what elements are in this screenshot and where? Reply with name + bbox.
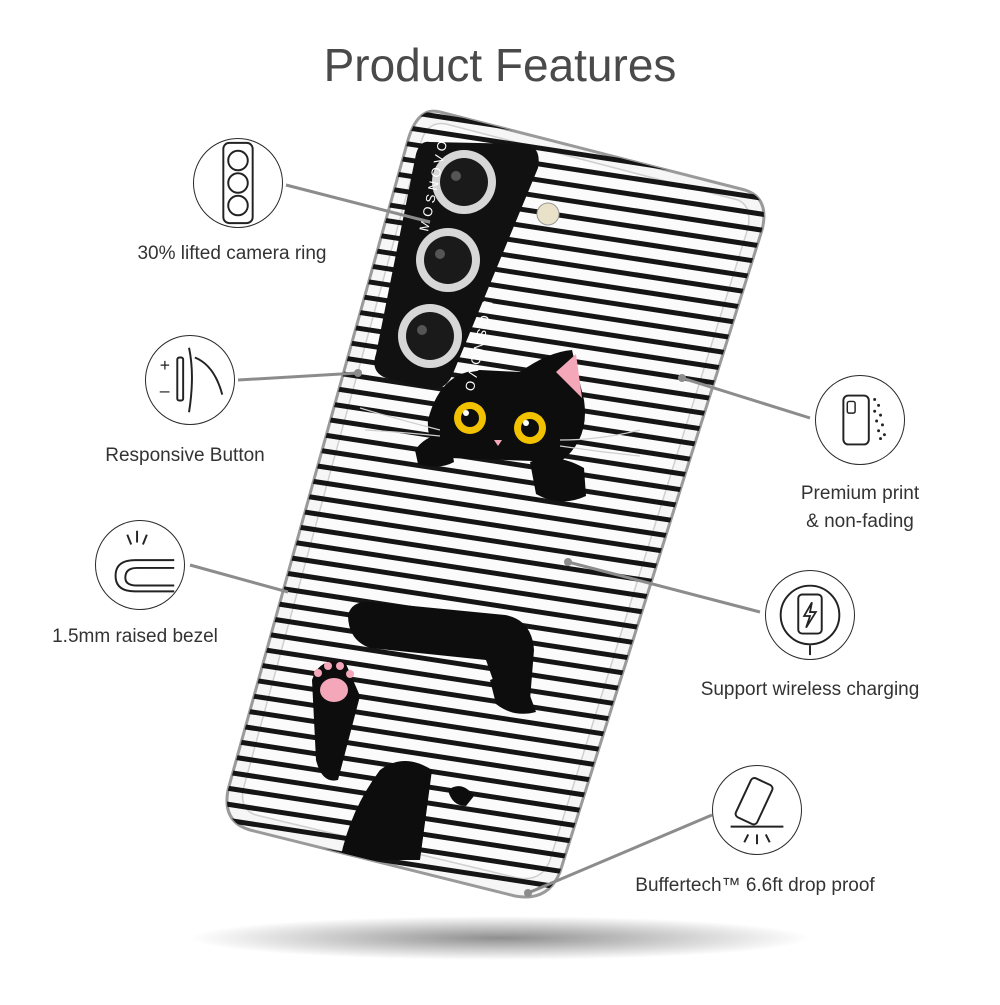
raised-bezel-icon <box>95 520 185 610</box>
case-inner-edge <box>241 122 750 880</box>
cat-body <box>312 601 536 860</box>
camera-ring-icon <box>193 138 283 228</box>
cat-head <box>359 350 641 502</box>
svg-text:+: + <box>160 355 170 375</box>
side-button-icon: + – <box>145 335 235 425</box>
svg-text:–: – <box>160 381 170 401</box>
feature-label-premium-print-line1: Premium print <box>800 483 920 504</box>
feature-label-wireless-charging: Support wireless charging <box>700 679 920 700</box>
print-phone-icon <box>815 375 905 465</box>
cat-paw-pad <box>320 678 348 702</box>
page-title: Product Features <box>323 39 677 91</box>
camera-module: MOSNOVO MOSNOVO <box>374 136 560 396</box>
feature-label-premium-print: Premium print & non-fading <box>770 480 950 536</box>
feature-label-premium-print-line2: & non-fading <box>806 511 914 532</box>
feature-label-drop-proof: Buffertech™ 6.6ft drop proof <box>635 875 875 896</box>
feature-label-responsive-button: Responsive Button <box>105 445 265 466</box>
wireless-charging-icon <box>765 570 855 660</box>
feature-label-raised-bezel: 1.5mm raised bezel <box>52 626 218 647</box>
drop-proof-icon <box>712 765 802 855</box>
case-shadow <box>190 916 810 960</box>
feature-label-camera-ring: 30% lifted camera ring <box>137 243 327 264</box>
